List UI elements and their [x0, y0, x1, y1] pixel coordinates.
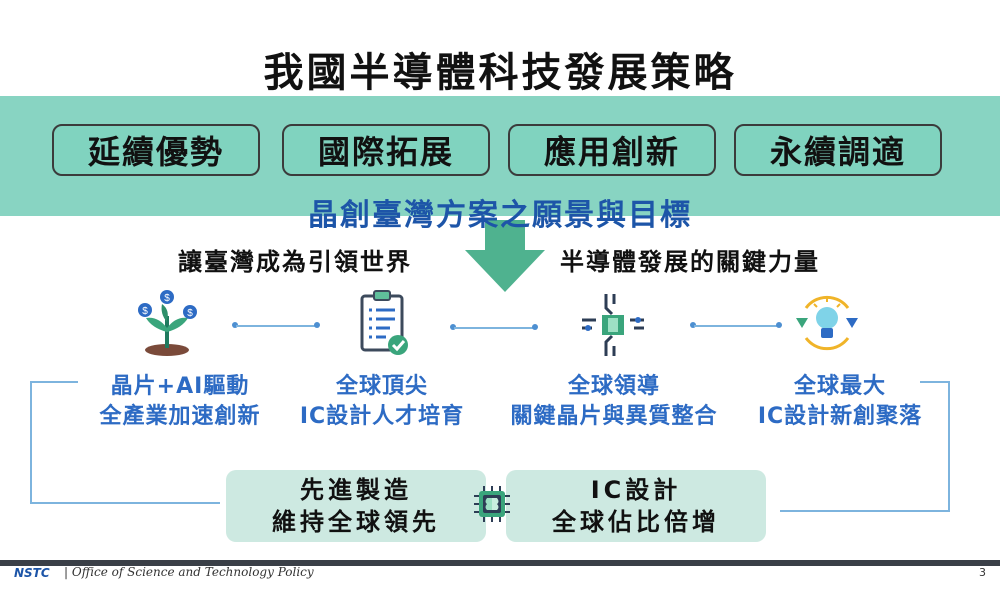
vision-heading: 晶創臺灣方案之願景與目標	[308, 198, 692, 233]
subtitle-left: 讓臺灣成為引領世界	[178, 248, 412, 276]
goal-line1: 晶片+AI驅動	[110, 374, 250, 399]
footer-office-text: | Office of Science and Technology Polic…	[64, 565, 314, 579]
chip-integration-icon	[582, 294, 644, 356]
svg-text:$: $	[164, 293, 170, 304]
down-arrow-icon	[465, 220, 545, 292]
goal-line1: 全球最大	[793, 374, 886, 399]
connector-line	[694, 325, 778, 327]
goal-line2: 全產業加速創新	[99, 404, 261, 429]
connector-dot	[532, 324, 538, 330]
goal-chip-ai: 晶片+AI驅動 全產業加速創新	[80, 372, 280, 432]
nstc-logo: NSTC	[14, 566, 50, 580]
connector-dot	[690, 322, 696, 328]
goal-line1: 全球頂尖	[335, 374, 428, 399]
goal-ic-talent: 全球頂尖 IC設計人才培育	[282, 372, 482, 432]
footer-bar	[0, 560, 1000, 566]
svg-text:$: $	[187, 308, 193, 319]
base-advanced-manufacturing: 先進製造 維持全球領先	[226, 470, 486, 542]
goal-key-chips: 全球領導 關鍵晶片與異質整合	[498, 372, 730, 432]
pillar-application-innovation: 應用創新	[508, 124, 716, 176]
goal-line2: IC設計人才培育	[299, 404, 465, 429]
goal-line2: IC設計新創聚落	[757, 404, 923, 429]
connector-line	[236, 325, 316, 327]
page-number: 3	[979, 566, 986, 579]
loop-line-right	[948, 381, 950, 511]
connector-line	[454, 327, 534, 329]
goal-line1: 全球領導	[567, 374, 660, 399]
loop-line-right-bottom	[780, 510, 950, 512]
loop-line-left	[30, 381, 32, 503]
connector-dot	[314, 322, 320, 328]
base-line1: IC設計	[590, 476, 682, 504]
connector-dot	[776, 322, 782, 328]
loop-line-right-top	[920, 381, 950, 383]
pillar-continue-advantage: 延續優勢	[52, 124, 260, 176]
base-line2: 維持全球領先	[272, 508, 440, 536]
pillar-sustainable-adaptation: 永續調適	[734, 124, 942, 176]
base-line2: 全球佔比倍增	[552, 508, 720, 536]
loop-line-left-bottom	[30, 502, 220, 504]
connector-dot	[450, 324, 456, 330]
money-plant-icon: $ $ $	[138, 290, 197, 356]
connector-dot	[232, 322, 238, 328]
loop-line-left-top	[30, 381, 78, 383]
base-ic-design: IC設計 全球佔比倍增	[506, 470, 766, 542]
page-title: 我國半導體科技發展策略	[263, 50, 737, 96]
brain-chip-icon	[474, 486, 510, 522]
svg-text:$: $	[142, 306, 148, 317]
pillar-international-expansion: 國際拓展	[282, 124, 490, 176]
goal-startup-cluster: 全球最大 IC設計新創聚落	[740, 372, 940, 432]
subtitle-right: 半導體發展的關鍵力量	[560, 248, 820, 276]
base-line1: 先進製造	[300, 476, 412, 504]
clipboard-check-icon	[360, 290, 408, 355]
lightbulb-cycle-icon	[796, 295, 858, 351]
goal-line2: 關鍵晶片與異質整合	[510, 404, 718, 429]
